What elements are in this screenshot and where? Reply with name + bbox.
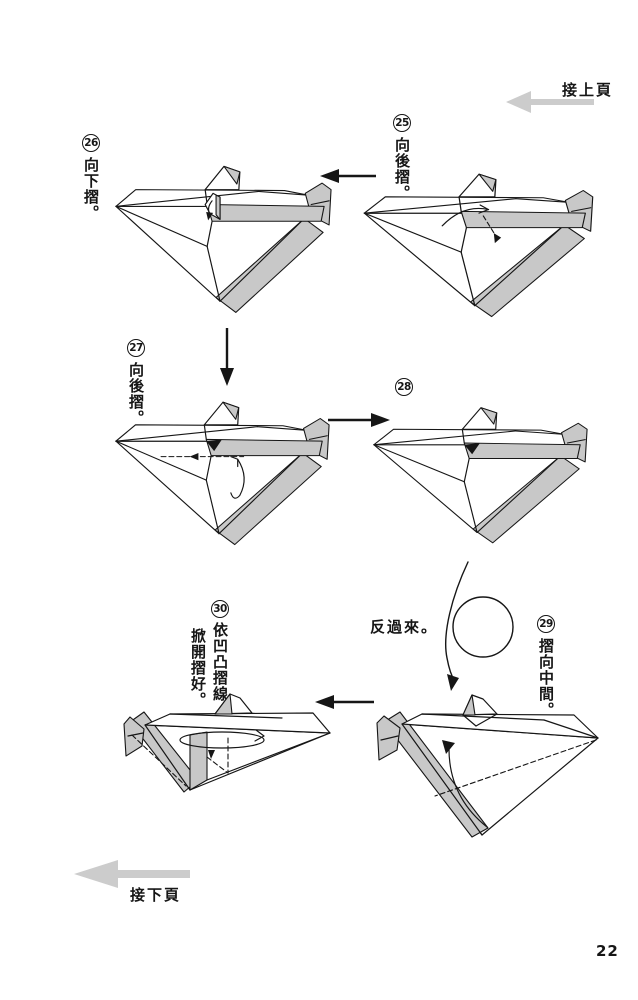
step-25-number-badge: 25 (393, 114, 411, 132)
step-27-number-badge: 27 (127, 339, 145, 357)
turn-over-label: 反過來。 (370, 618, 439, 636)
step-29-caption: 29 摺向中間。 (537, 615, 555, 718)
prev-page-arrow-icon (506, 91, 594, 113)
prev-page-label: 接上頁 (562, 81, 614, 99)
step-30-caption-text-line2: 掀開摺好。 (189, 628, 207, 708)
step-27-caption: 27 向後摺。 (127, 339, 145, 426)
step-28-number-badge: 28 (395, 378, 413, 396)
step-30-caption-text-line1: 依凹凸摺線 (211, 622, 229, 702)
step-28-caption: 28 (395, 378, 413, 396)
next-page-arrow-icon (74, 860, 190, 888)
origami-step-29-diagram (376, 694, 599, 838)
step-29-caption-text: 摺向中間。 (537, 638, 555, 718)
flow-arrow-27-to-28-icon (328, 413, 390, 427)
step-30-number-badge: 30 (211, 600, 229, 618)
step-29-number-badge: 29 (537, 615, 555, 633)
step-26-number-badge: 26 (82, 134, 100, 152)
page-number: 22 (596, 942, 619, 960)
step-30-caption: 掀開摺好。 30 依凹凸摺線 (189, 600, 229, 712)
step-27-caption-text: 向後摺。 (127, 362, 145, 426)
origami-step-25-diagram (363, 173, 594, 318)
origami-step-30-diagram (123, 693, 331, 793)
turn-over-symbol-icon (445, 561, 514, 691)
origami-step-28-diagram (373, 407, 588, 544)
flow-arrow-26-to-27-icon (220, 328, 234, 386)
origami-step-27-diagram (115, 401, 330, 546)
flow-arrow-29-to-30-icon (315, 695, 374, 709)
flow-arrow-25-to-26-icon (320, 169, 376, 183)
step-25-caption-text: 向後摺。 (393, 137, 411, 201)
origami-step-26-diagram (115, 165, 332, 313)
step-26-caption-text: 向下摺。 (82, 157, 100, 221)
next-page-label: 接下頁 (130, 886, 182, 904)
step-25-caption: 25 向後摺。 (393, 114, 411, 201)
step-26-caption: 26 向下摺。 (82, 134, 100, 221)
